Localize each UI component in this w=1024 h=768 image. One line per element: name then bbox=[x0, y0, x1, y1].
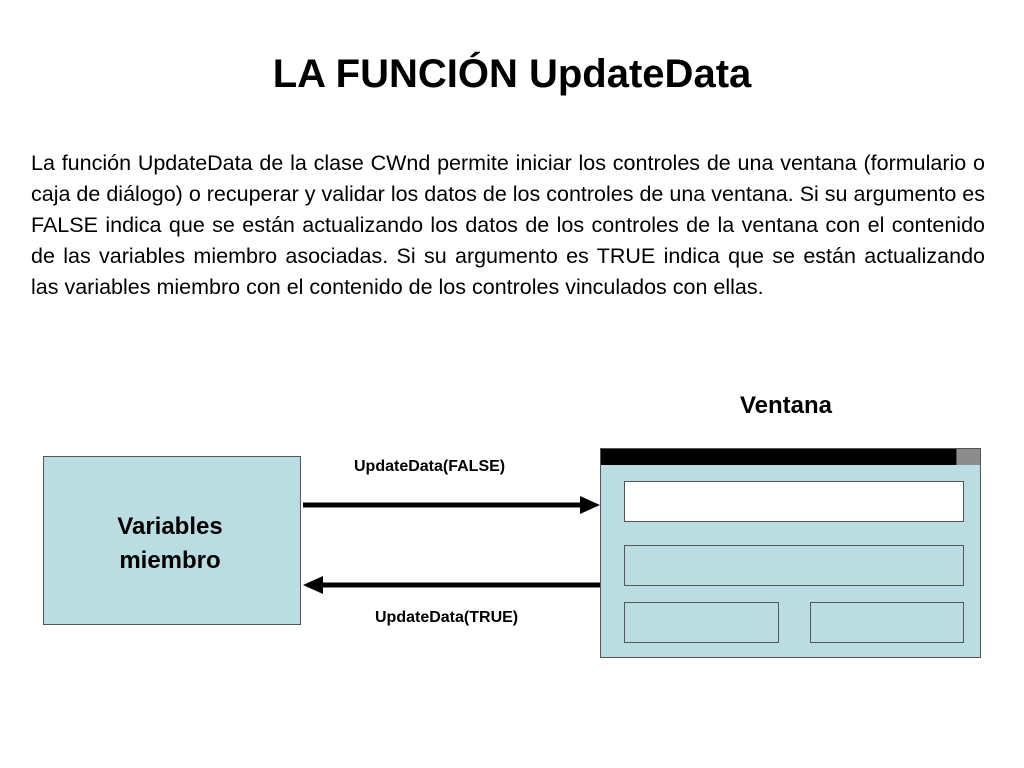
window-titlebar-button bbox=[956, 449, 980, 465]
window-label: Ventana bbox=[739, 392, 833, 419]
slide-title: LA FUNCIÓN UpdateData bbox=[272, 52, 752, 96]
member-variables-label: Variables miembro bbox=[100, 510, 240, 578]
arrow-to-window-head bbox=[580, 496, 600, 514]
window-text-field bbox=[624, 481, 964, 522]
update-false-label: UpdateData(FALSE) bbox=[354, 458, 506, 475]
description-paragraph: La función UpdateData de la clase CWnd p… bbox=[31, 151, 985, 299]
window-field-left bbox=[624, 602, 779, 643]
window-mockup bbox=[600, 448, 981, 658]
member-variables-label-line2: miembro bbox=[119, 547, 221, 574]
arrow-to-variables bbox=[303, 576, 600, 594]
arrow-to-window bbox=[303, 496, 600, 514]
arrow-to-variables-head bbox=[303, 576, 323, 594]
window-titlebar bbox=[601, 449, 956, 465]
window-field-right bbox=[810, 602, 964, 643]
member-variables-label-line1: Variables bbox=[117, 513, 223, 540]
update-true-label: UpdateData(TRUE) bbox=[375, 609, 519, 626]
window-field-wide bbox=[624, 545, 964, 586]
member-variables-box bbox=[43, 456, 301, 625]
